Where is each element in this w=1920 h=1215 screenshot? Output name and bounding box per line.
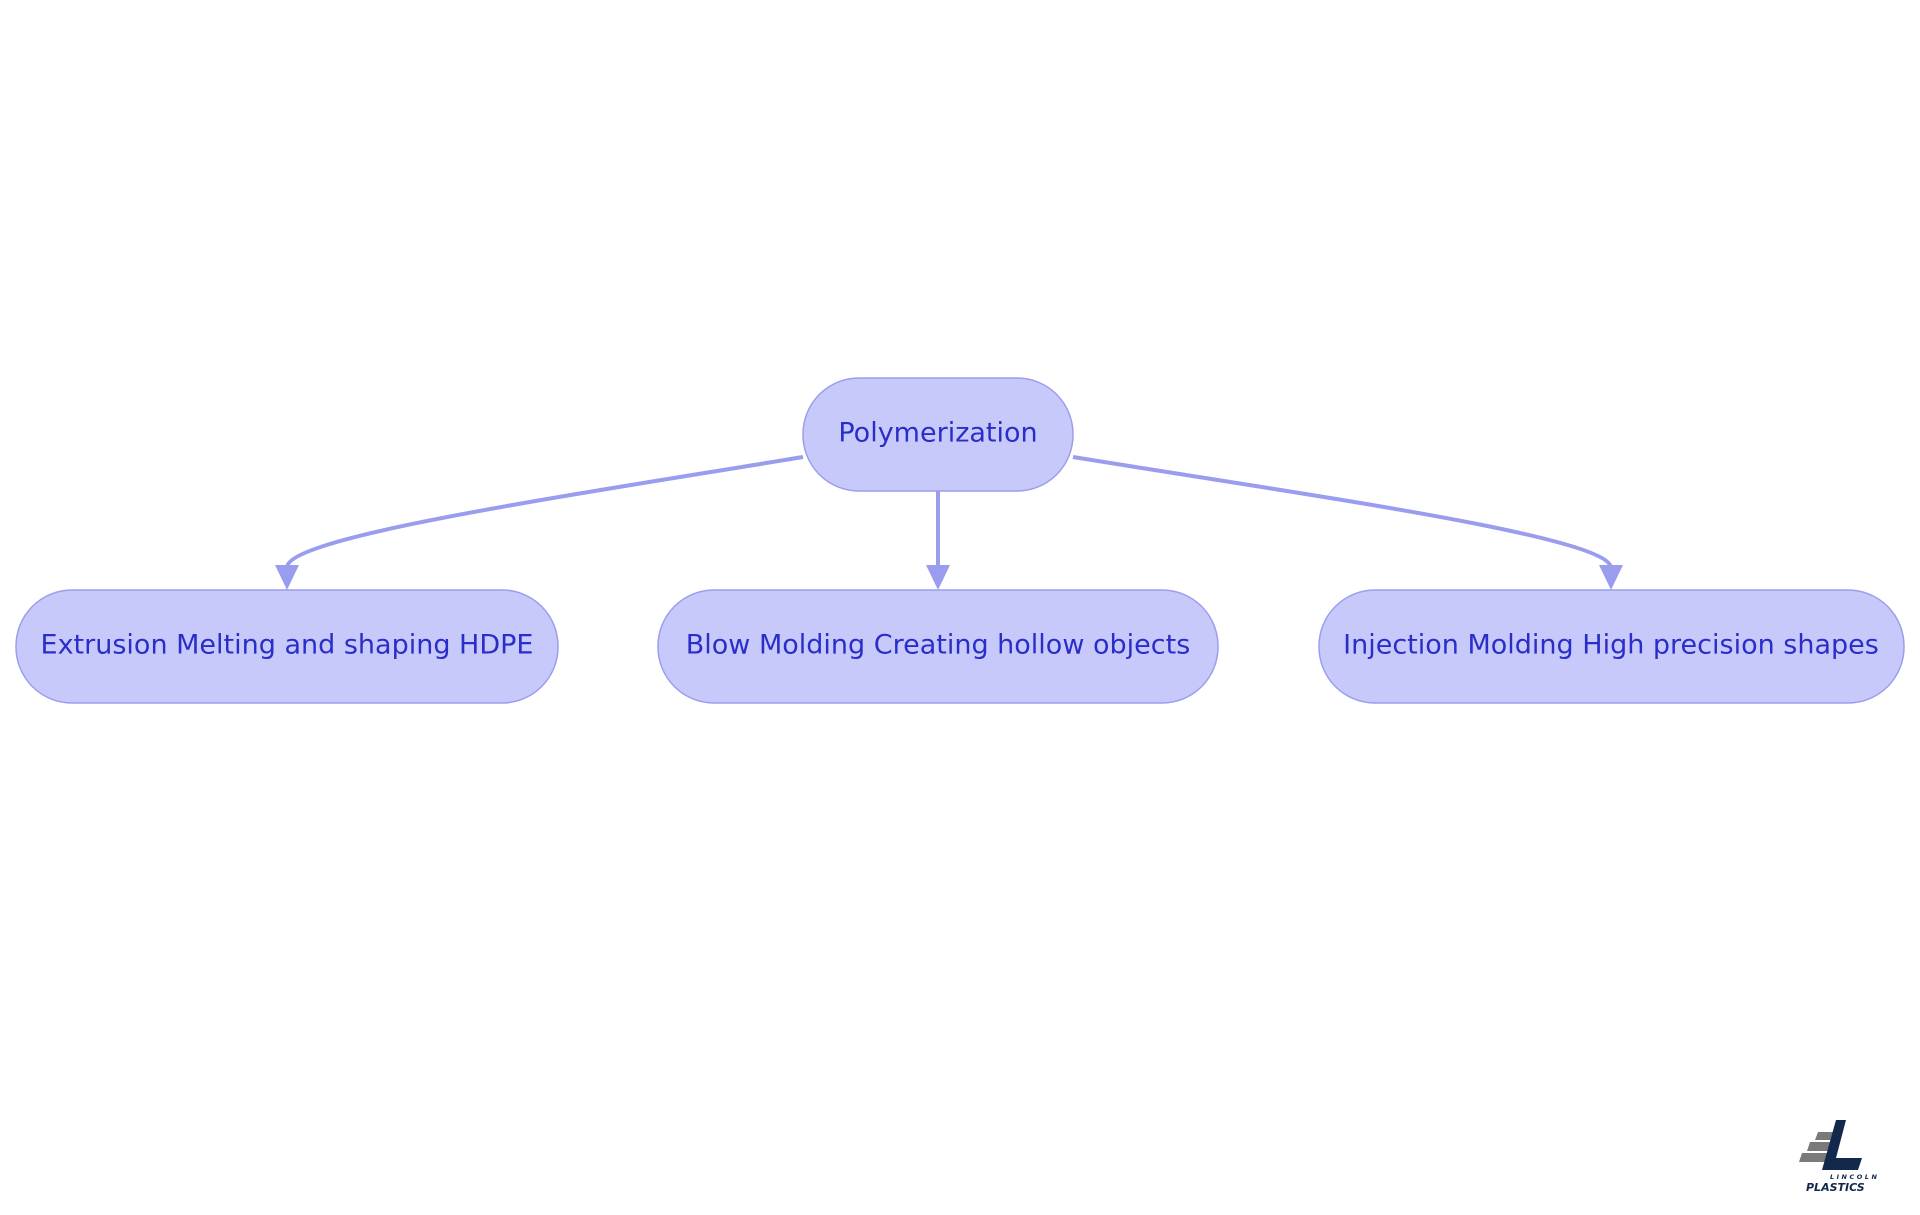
node-blow-molding-label: Blow Molding Creating hollow objects	[686, 630, 1191, 661]
edges	[275, 455, 1623, 590]
logo-text-lincoln: LINCOLN	[1830, 1173, 1879, 1181]
logo-bar-middle	[1807, 1142, 1832, 1151]
node-extrusion[interactable]: Extrusion Melting and shaping HDPE	[15, 589, 559, 704]
node-polymerization[interactable]: Polymerization	[802, 377, 1074, 492]
arrowhead-injection	[1599, 565, 1623, 590]
node-injection-molding[interactable]: Injection Molding High precision shapes	[1318, 589, 1905, 704]
arrowhead-blow	[926, 565, 950, 590]
logo-bar-top	[1815, 1132, 1834, 1140]
edge-root-to-injection	[1072, 455, 1613, 569]
logo-letter-l	[1822, 1120, 1862, 1170]
logo-bar-bottom	[1799, 1153, 1828, 1162]
node-injection-molding-label: Injection Molding High precision shapes	[1343, 630, 1879, 661]
node-extrusion-label: Extrusion Melting and shaping HDPE	[41, 630, 534, 661]
edge-root-to-extrusion	[284, 455, 804, 569]
logo-text-plastics: PLASTICS	[1806, 1181, 1865, 1194]
node-blow-molding[interactable]: Blow Molding Creating hollow objects	[657, 589, 1219, 704]
arrowhead-extrusion	[275, 565, 299, 590]
lincoln-plastics-logo: LINCOLN PLASTICS	[1799, 1120, 1879, 1194]
node-polymerization-label: Polymerization	[838, 418, 1037, 449]
